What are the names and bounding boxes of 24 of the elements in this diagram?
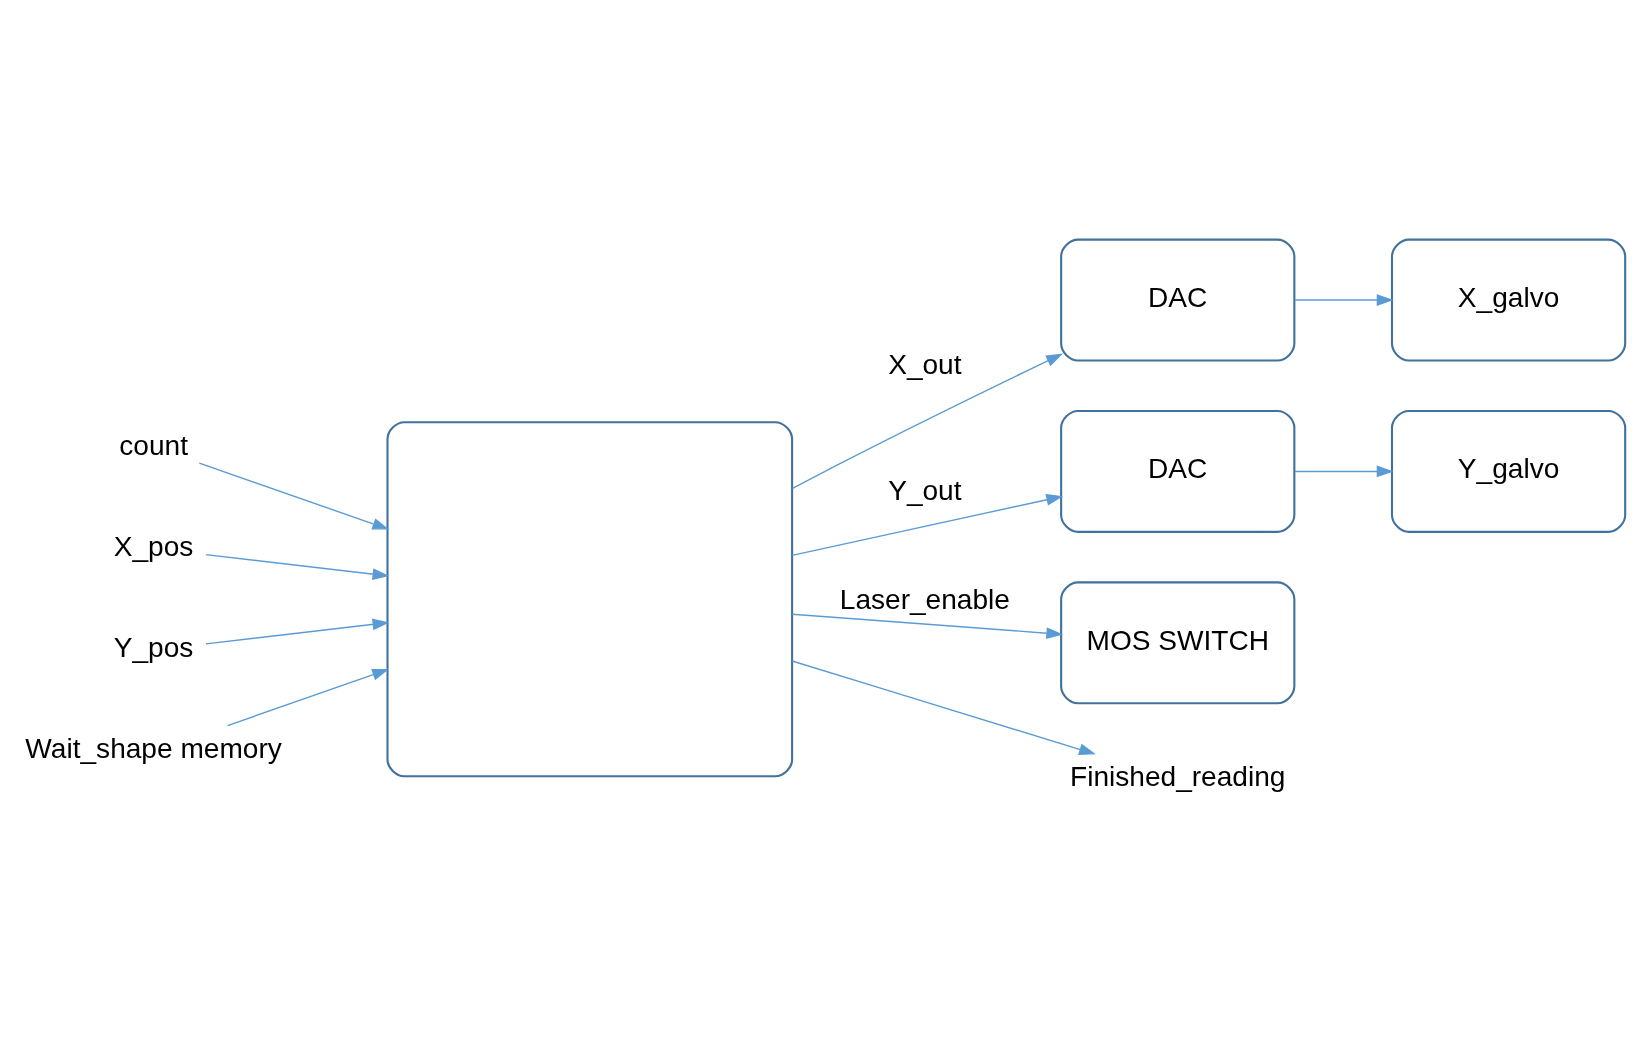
- arrow: [791, 493, 1064, 556]
- arrow: [205, 553, 390, 580]
- arrow: [791, 353, 1064, 489]
- edge-label: Y_out: [888, 474, 962, 506]
- arrow: [226, 668, 390, 726]
- node-box: X_galvo: [1390, 238, 1627, 361]
- node-text: Wait_shape memory: [25, 732, 282, 764]
- arrow: [1294, 465, 1394, 477]
- arrow: [205, 618, 390, 645]
- node-text: X_pos: [113, 530, 194, 562]
- node-text: Y_pos: [113, 631, 194, 663]
- arrow: [1294, 293, 1394, 306]
- node-text: Finished_reading: [1070, 760, 1286, 792]
- edge-label: Laser_enable: [839, 583, 1010, 615]
- node-box: DAC: [1060, 409, 1296, 533]
- node-box: Y_galvo: [1390, 409, 1627, 533]
- arrow: [198, 461, 390, 530]
- node-box: [386, 420, 794, 777]
- node-box: MOS SWITCH: [1060, 580, 1296, 704]
- node-box: DAC: [1060, 238, 1296, 361]
- node-text: count: [119, 429, 188, 461]
- edge-label: X_out: [888, 348, 962, 380]
- arrow: [791, 613, 1064, 639]
- arrow: [791, 659, 1096, 755]
